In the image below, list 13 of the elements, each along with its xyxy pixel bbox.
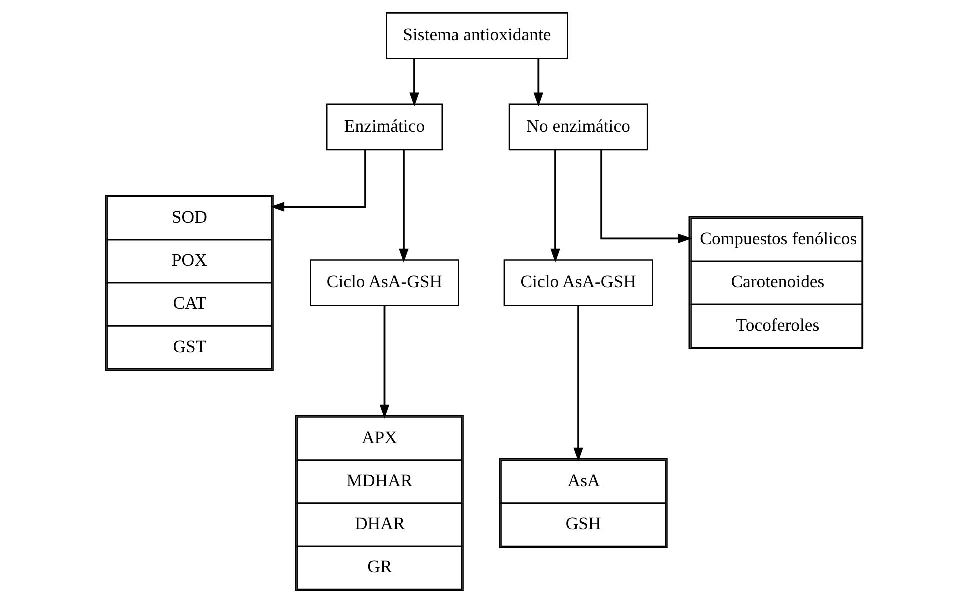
arrow bbox=[573, 306, 583, 462]
node-box: Ciclo AsA-GSH bbox=[503, 260, 653, 306]
node-box: Ciclo AsA-GSH bbox=[310, 260, 459, 306]
node-box: Enzimático bbox=[326, 104, 443, 151]
arrow bbox=[600, 150, 692, 244]
arrow bbox=[270, 150, 366, 212]
arrow bbox=[379, 306, 390, 419]
arrow bbox=[533, 59, 544, 107]
node-box: No enzimático bbox=[508, 104, 648, 151]
arrow bbox=[550, 150, 560, 263]
arrow bbox=[409, 59, 419, 107]
node-box: Sistema antioxidante bbox=[386, 12, 568, 60]
arrow bbox=[398, 150, 408, 263]
